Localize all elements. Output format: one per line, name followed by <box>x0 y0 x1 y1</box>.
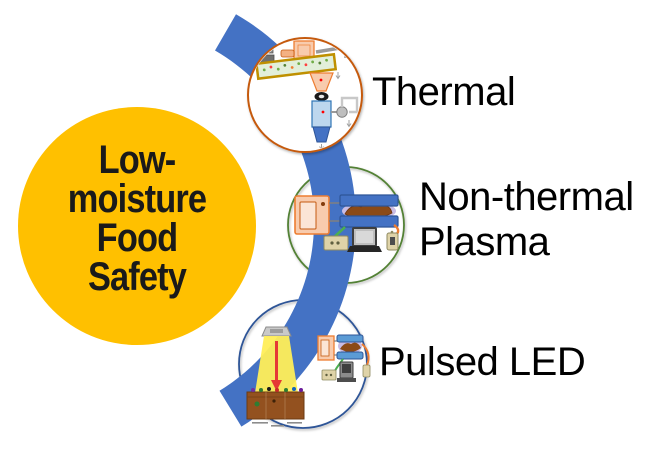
hub-label-line: Food <box>96 216 178 260</box>
plasma-label-line1: Non-thermal <box>419 175 634 219</box>
hub-circle <box>18 107 256 345</box>
hub-label-line: Low- <box>98 138 177 182</box>
thermal-dryer-system-icon <box>254 40 359 151</box>
plasma-label: Non-thermal Plasma <box>419 175 634 265</box>
pulsed-led-treatment-icon <box>246 326 371 427</box>
led-label: Pulsed LED <box>379 340 586 384</box>
hub-label-line: Safety <box>87 255 187 299</box>
plasma-label-line2: Plasma <box>419 220 550 264</box>
plasma-treatment-system-icon <box>294 194 400 252</box>
hub-label: Low- moisture Food Safety <box>34 138 240 299</box>
hub-label-line: moisture <box>67 177 207 221</box>
thermal-label: Thermal <box>372 70 516 114</box>
